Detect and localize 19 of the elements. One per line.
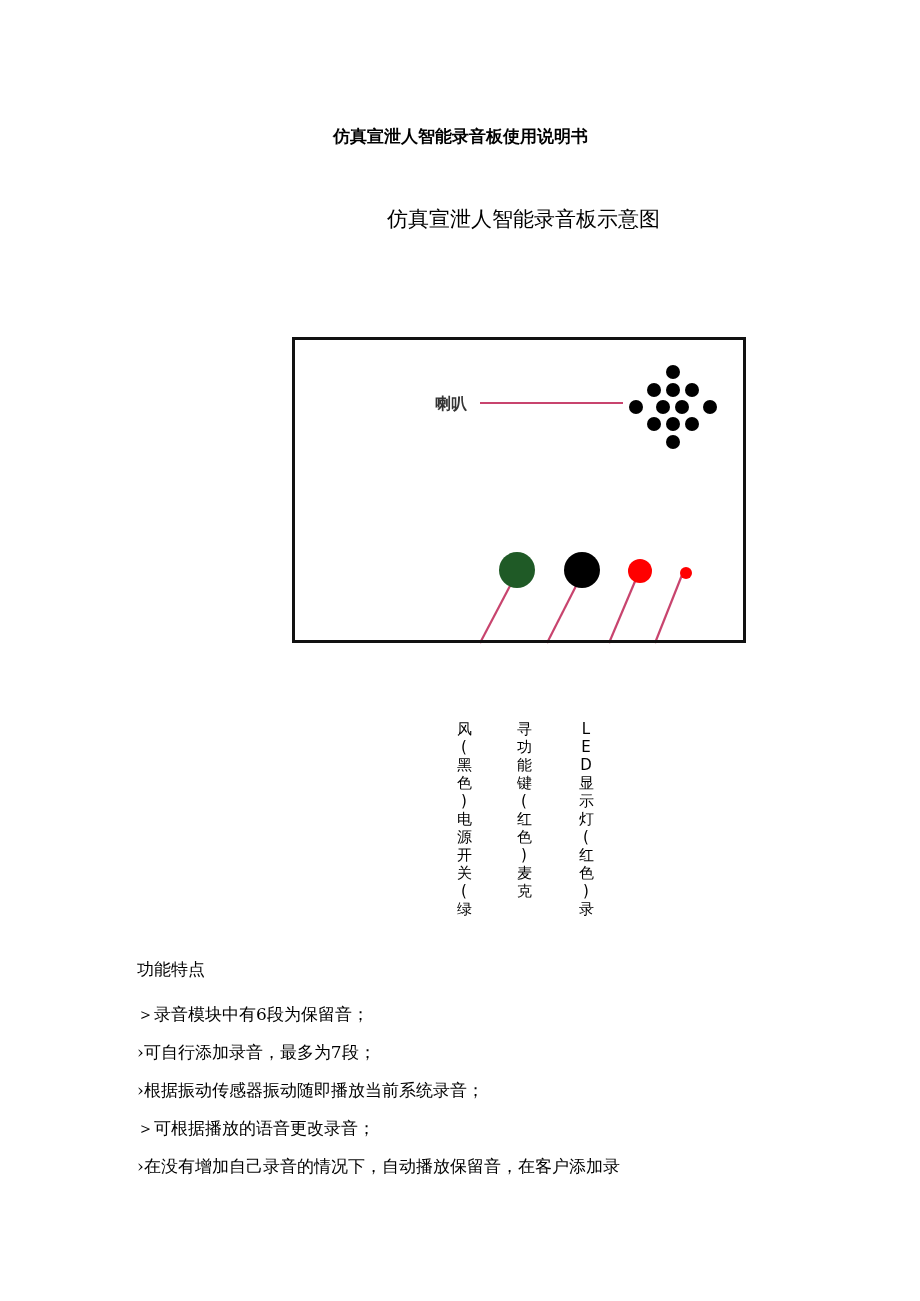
indicator-light [628,559,652,583]
feature-item: ›可自行添加录音，最多为7段； [137,1041,376,1064]
board-outline [292,337,746,643]
part-label: 寻功能键(红色) 麦克 [516,720,532,900]
round-button [564,552,600,588]
feature-item: ›在没有增加自己录音的情况下，自动播放保留音，在客户添加录 [137,1155,620,1178]
leader-line [480,401,623,405]
feature-item: ＞录音模块中有6段为保留音； [137,1003,369,1026]
section-heading: 功能特点 [137,958,205,981]
indicator-light [680,567,692,579]
feature-item: ＞可根据播放的语音更改录音； [137,1117,375,1140]
part-label: 风(黑色) 电源开关(绿 [456,720,472,918]
speaker-grille-drawing [628,363,718,451]
diagram-heading: 仿真宣泄人智能录音板示意图 [387,206,660,233]
part-label: LED显示灯(红色) 录 [578,720,594,918]
round-button [499,552,535,588]
feature-item: ›根据振动传感器振动随即播放当前系统录音； [137,1079,484,1102]
part-label: 喇叭 [435,394,467,415]
document-title: 仿真宣泄人智能录音板使用说明书 [331,125,589,148]
